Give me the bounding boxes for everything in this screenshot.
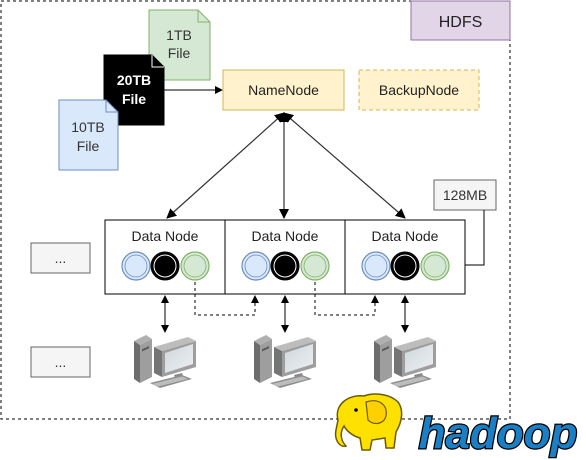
block-1-b: [150, 251, 180, 281]
file-1tb[interactable]: 1TB File: [148, 9, 211, 81]
block-size-box: 128MB: [433, 179, 497, 211]
file-1tb-label: File: [168, 45, 191, 61]
block-1-c: [180, 251, 210, 281]
replication-link-1: [194, 282, 259, 316]
desktop-computer-icon: [374, 335, 436, 388]
file-10tb[interactable]: 10TB File: [58, 99, 119, 171]
hadoop-elephant-icon: [334, 393, 403, 451]
block-size-label: 128MB: [443, 187, 487, 203]
block-3-a: [361, 251, 391, 281]
backupnode-label: BackupNode: [379, 82, 459, 98]
data-node-3-label: Data Node: [372, 228, 439, 244]
namenode[interactable]: NameNode: [222, 69, 345, 111]
file-1tb-size: 1TB: [166, 27, 192, 43]
block-1-a: [121, 251, 151, 281]
hdfs-title-box: HDFS: [410, 0, 511, 41]
data-node-2-label: Data Node: [252, 228, 319, 244]
data-node-1[interactable]: Data Node: [104, 219, 226, 295]
namenode-datanode3-link: [283, 112, 406, 219]
more-data-nodes: ...: [30, 242, 91, 274]
desktop-computer-icon: [134, 335, 196, 388]
hdfs-boundary: [0, 0, 511, 420]
hadoop-logo-text: hadoop: [419, 409, 578, 458]
block-2-c: [300, 251, 330, 281]
more-data-nodes-label: ...: [55, 250, 67, 266]
file-10tb-label: File: [77, 138, 100, 154]
replication-link-2: [314, 282, 379, 316]
hadoop-logo: hadoop: [334, 393, 579, 459]
block-3-c: [420, 251, 450, 281]
file-20tb-size: 20TB: [117, 72, 151, 88]
more-clients: ...: [30, 346, 91, 378]
file-20tb[interactable]: 20TB File: [103, 54, 165, 126]
hdfs-title: HDFS: [439, 14, 483, 31]
more-clients-label: ...: [55, 354, 67, 370]
data-node-3[interactable]: Data Node: [344, 219, 466, 295]
desktop-computer-icon: [254, 335, 316, 388]
backupnode[interactable]: BackupNode: [358, 69, 480, 111]
block-2-a: [241, 251, 271, 281]
data-node-1-label: Data Node: [132, 228, 199, 244]
namenode-label: NameNode: [248, 82, 319, 98]
namenode-datanode1-link: [166, 112, 285, 219]
data-node-2[interactable]: Data Node: [224, 219, 346, 295]
block-2-b: [270, 251, 300, 281]
file-10tb-shape: [58, 99, 119, 171]
block-3-b: [390, 251, 420, 281]
file-20tb-label: File: [122, 91, 146, 107]
file-10tb-size: 10TB: [71, 119, 104, 135]
